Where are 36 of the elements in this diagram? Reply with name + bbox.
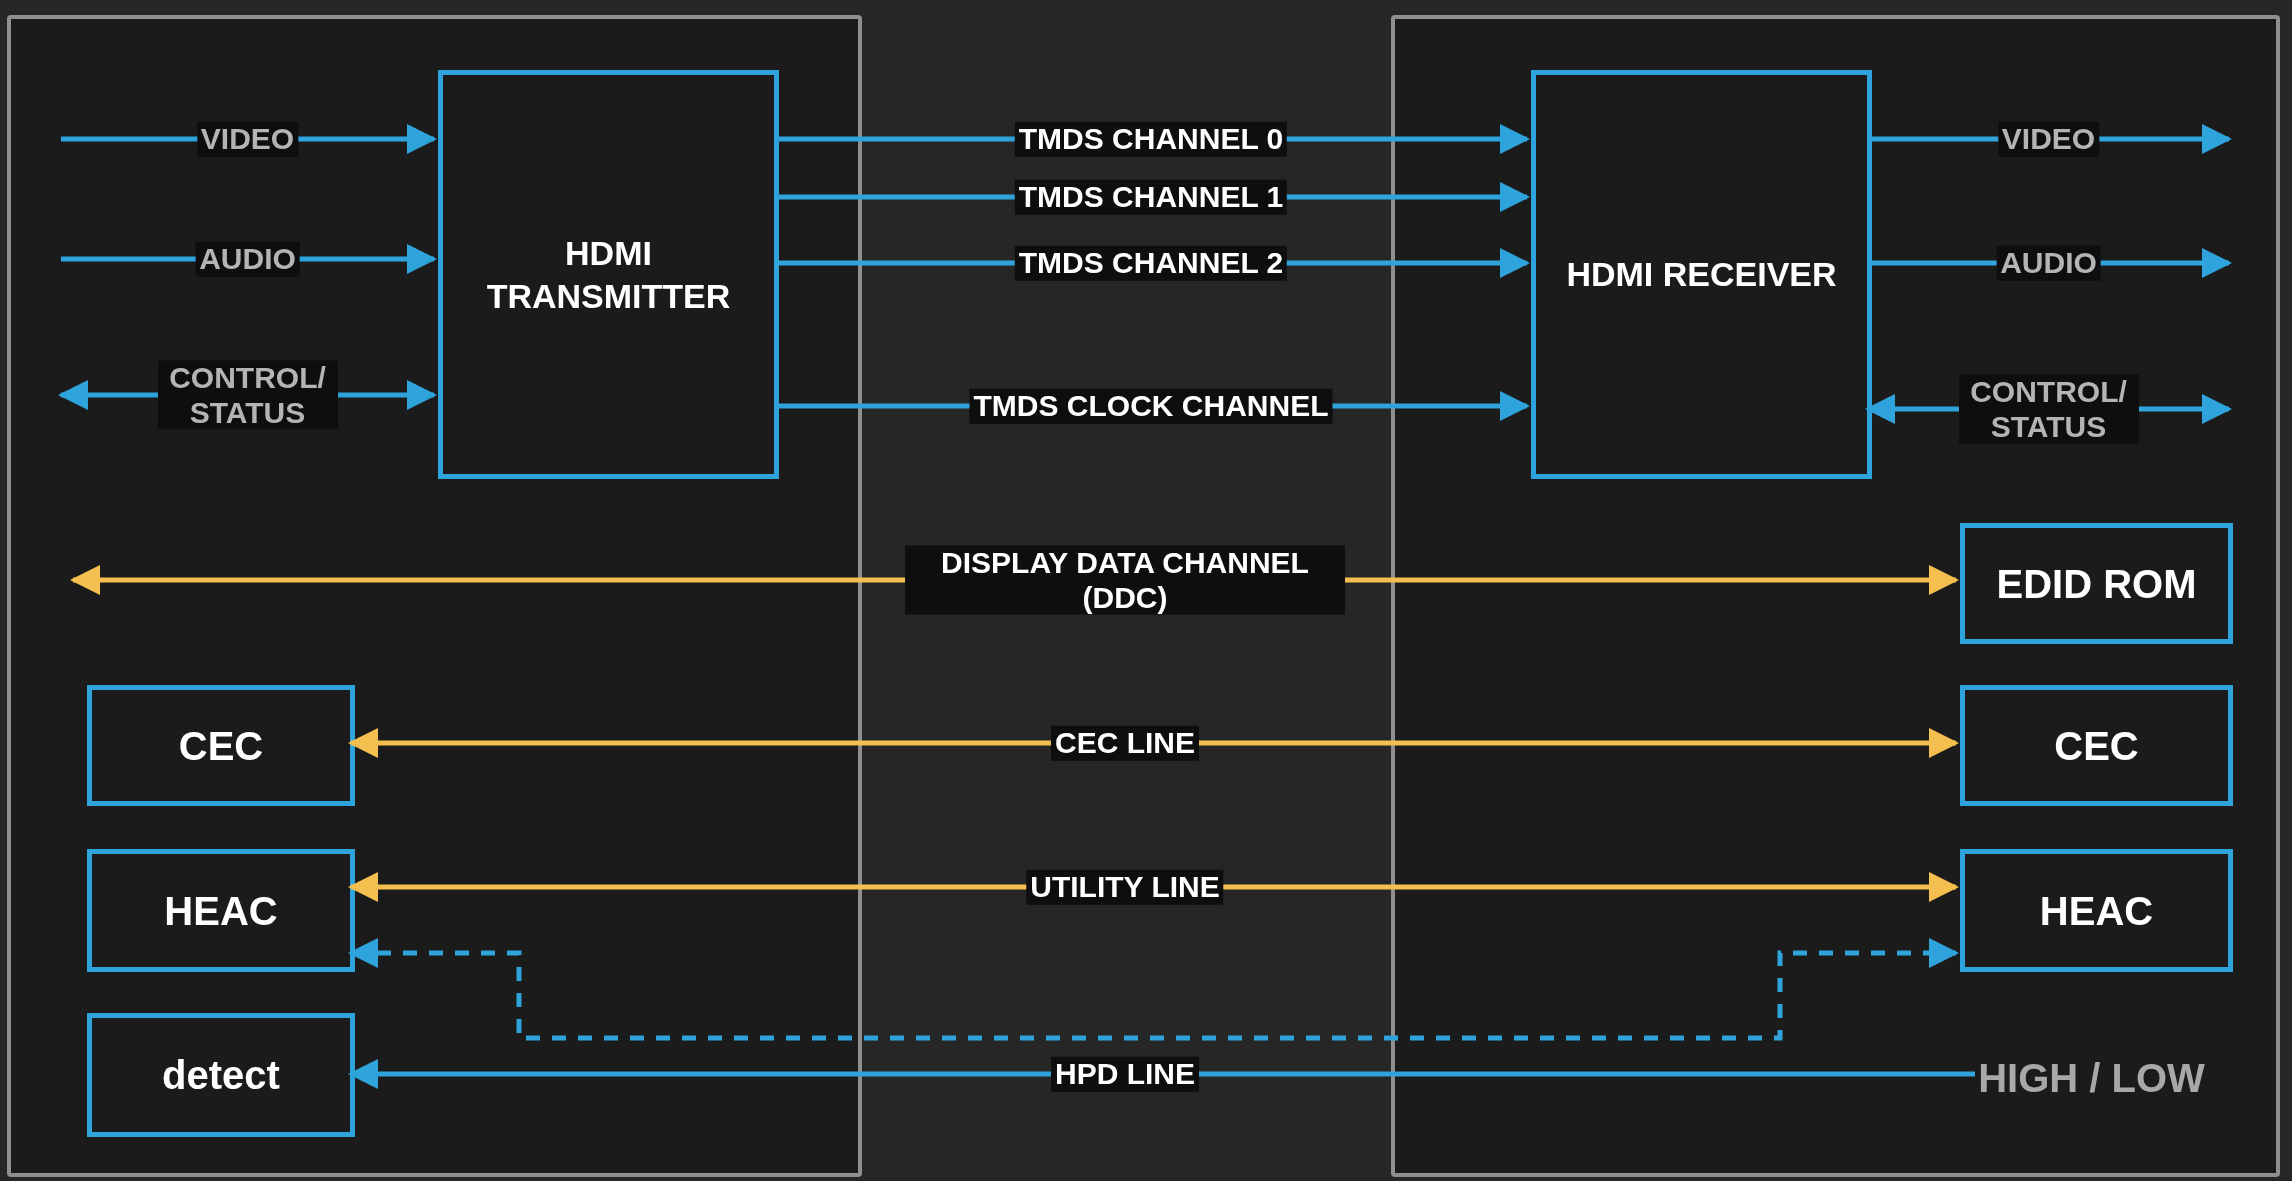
edge-label: AUDIO [1996, 245, 2101, 281]
function-block [87, 1013, 355, 1137]
edge-label: CEC LINE [1051, 725, 1199, 761]
edge-label: HPD LINE [1051, 1056, 1199, 1092]
block-label: HEAC [164, 887, 278, 935]
block-label: HEAC [2039, 887, 2154, 935]
block-label: CEC [2054, 722, 2139, 770]
device-panel [1391, 15, 2280, 1177]
arrow [348, 1059, 1975, 1089]
function-block [438, 70, 779, 479]
edge-label: TMDS CHANNEL 1 [1014, 179, 1288, 215]
edge-label: TMDS CHANNEL 0 [1014, 121, 1288, 157]
arrow [348, 728, 1959, 758]
function-block [1531, 70, 1872, 479]
device-panel [7, 15, 862, 1177]
edge-label: AUDIO [195, 241, 300, 277]
edge-label: VIDEO [1997, 121, 2100, 157]
block-label: CEC [178, 722, 264, 770]
block-label: detect [162, 1052, 280, 1099]
edge-label: TMDS CLOCK CHANNEL [969, 388, 1333, 424]
arrow [348, 938, 1959, 1041]
edge-label: TMDS CHANNEL 2 [1014, 245, 1288, 281]
status-text: HIGH / LOW [1979, 1044, 2204, 1112]
function-block [1960, 849, 2233, 972]
function-block [1960, 685, 2233, 806]
edge-label: CONTROL/ STATUS [157, 360, 338, 430]
block-label: HDMI TRANSMITTER [485, 233, 732, 317]
edge-label: CONTROL/ STATUS [1958, 374, 2139, 444]
function-block [1960, 523, 2233, 644]
block-label: EDID ROM [1996, 560, 2197, 608]
edge-label: UTILITY LINE [1026, 869, 1224, 905]
function-block [87, 849, 355, 972]
block-label: HDMI RECEIVER [1565, 254, 1838, 296]
function-block [87, 685, 355, 806]
edge-label: VIDEO [196, 121, 299, 157]
edge-label: DISPLAY DATA CHANNEL (DDC) [905, 545, 1345, 615]
